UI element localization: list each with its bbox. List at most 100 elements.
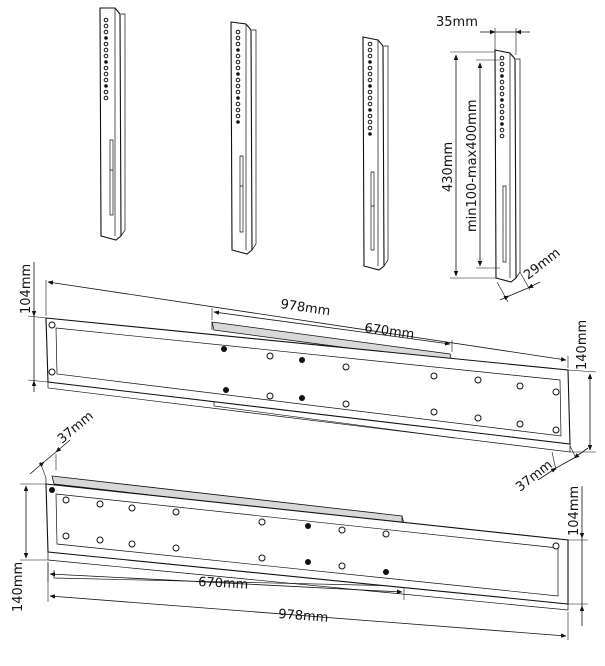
bottom-rail-full-height-label: 140mm xyxy=(11,562,26,612)
rail-hole xyxy=(430,372,438,380)
rail-hole xyxy=(128,504,136,512)
arm-hole xyxy=(103,47,109,53)
arm-hole xyxy=(367,119,373,125)
rail-hole xyxy=(299,395,305,401)
arm-hole xyxy=(235,113,241,119)
top-rail-full-height-label: 140mm xyxy=(575,320,590,370)
rail-hole xyxy=(430,408,438,416)
rail-hole xyxy=(221,346,227,352)
arm-hole xyxy=(103,53,109,59)
rail-hole xyxy=(552,426,560,434)
vesa-range-label: min100-max400mm xyxy=(465,100,480,232)
top-rail-length-label: 978mm xyxy=(279,297,331,319)
arm-height-label: 430mm xyxy=(441,142,456,192)
arm-hole xyxy=(235,35,241,41)
arm-hole xyxy=(500,122,504,126)
arm-hole xyxy=(499,61,505,67)
rail-hole xyxy=(474,414,482,422)
rail-hole xyxy=(172,508,180,516)
bottom-rail-height-label: 104mm xyxy=(567,486,582,536)
arm-hole xyxy=(367,65,373,71)
arm-hole xyxy=(367,95,373,101)
rail-hole xyxy=(342,400,350,408)
arm-hole xyxy=(235,59,241,65)
arm-hole xyxy=(103,41,109,47)
arm-hole xyxy=(499,127,505,133)
arm-hole xyxy=(499,91,505,97)
bottom-rail-slot-label: 670mm xyxy=(198,575,249,593)
rail-hole xyxy=(516,382,524,390)
arm-hole xyxy=(235,107,241,113)
rail-hole xyxy=(338,562,346,570)
arm-hole xyxy=(500,74,504,78)
rail-hole xyxy=(258,554,266,562)
arm-hole xyxy=(368,60,372,64)
arm-hole xyxy=(367,101,373,107)
arm-hole xyxy=(103,23,109,29)
rail-hole xyxy=(305,559,311,565)
arm-hole xyxy=(499,133,505,139)
arm-hole xyxy=(103,65,109,71)
rail-hole xyxy=(49,487,55,493)
bottom-rail-depth-label: 37mm xyxy=(55,409,97,447)
rail-hole xyxy=(172,544,180,552)
rail-hole xyxy=(552,542,560,550)
arm-hole xyxy=(367,47,373,53)
top-rail-dimensions: 104mm 978mm 670mm 140mm 37mm xyxy=(19,262,597,496)
rail-hole xyxy=(516,420,524,428)
top-rail xyxy=(45,317,571,453)
rail-hole xyxy=(62,532,70,540)
top-rail-depth-label: 37mm xyxy=(513,458,555,496)
rail-hole xyxy=(96,536,104,544)
arm-hole xyxy=(103,89,109,95)
top-rail-height-label: 104mm xyxy=(19,264,34,314)
rail-hole xyxy=(305,523,311,529)
arm-hole xyxy=(367,41,373,47)
arm-hole xyxy=(499,55,505,61)
vertical-arm-1 xyxy=(99,7,126,241)
arm-hole xyxy=(236,72,240,76)
rail-hole xyxy=(342,363,350,371)
vertical-arm-4 xyxy=(494,49,521,283)
arm-hole xyxy=(236,120,240,124)
arm-hole xyxy=(235,53,241,59)
arm-hole xyxy=(235,29,241,35)
arm-hole xyxy=(104,36,108,40)
bottom-rail-length-label: 978mm xyxy=(278,607,329,626)
rail-hole xyxy=(128,540,136,548)
arm-hole xyxy=(368,108,372,112)
arm-hole xyxy=(499,85,505,91)
rail-hole xyxy=(338,526,346,534)
rail-hole xyxy=(62,496,70,504)
rail-hole xyxy=(266,352,274,360)
arm-hole xyxy=(235,41,241,47)
arm-hole xyxy=(235,65,241,71)
arm-hole xyxy=(367,125,373,131)
rail-hole xyxy=(474,376,482,384)
rail-hole xyxy=(96,500,104,508)
bottom-rail-dimensions: 37mm 104mm 140mm 670mm 978mm xyxy=(11,409,588,640)
rail-hole xyxy=(382,530,390,538)
arm-hole xyxy=(236,48,240,52)
arm-hole xyxy=(499,67,505,73)
arm-hole xyxy=(236,96,240,100)
arm-hole xyxy=(367,77,373,83)
rail-hole xyxy=(223,387,229,393)
arm-hole xyxy=(104,60,108,64)
arm-hole xyxy=(499,109,505,115)
arm-hole xyxy=(367,89,373,95)
arm-hole xyxy=(235,83,241,89)
top-rail-slot-label: 670mm xyxy=(363,321,415,342)
arm-hole xyxy=(499,115,505,121)
arm-hole xyxy=(103,71,109,77)
arm-hole xyxy=(103,29,109,35)
arm-hole xyxy=(103,77,109,83)
arm-hole xyxy=(235,101,241,107)
rail-hole xyxy=(48,368,56,376)
bottom-rail xyxy=(45,475,569,611)
arm-hole xyxy=(500,98,504,102)
rail-hole xyxy=(48,321,56,329)
arm-hole xyxy=(235,77,241,83)
arm-hole xyxy=(499,79,505,85)
rail-hole xyxy=(299,357,305,363)
